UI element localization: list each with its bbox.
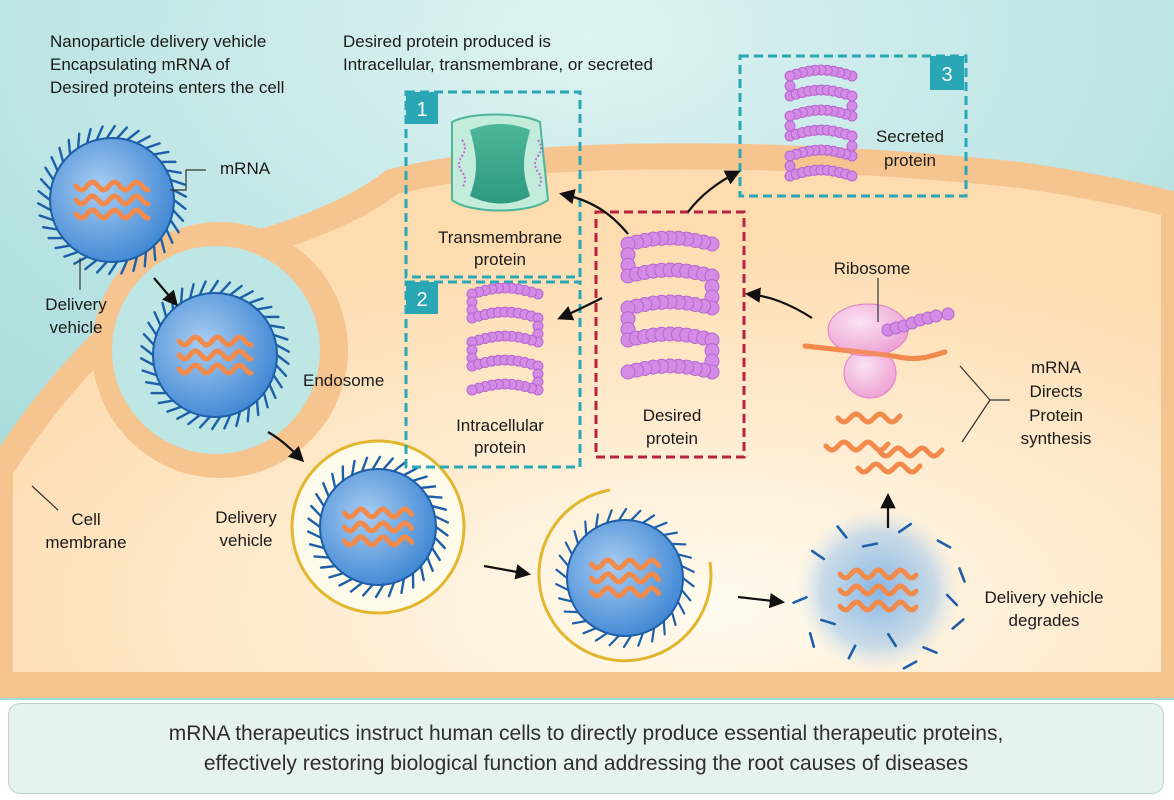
label-degrades: Delivery vehicle degrades	[984, 588, 1103, 630]
svg-text:Delivery: Delivery	[215, 508, 277, 527]
label-ribosome: Ribosome	[834, 259, 911, 278]
delivery-vehicle-inner	[306, 455, 450, 599]
caption-line-1: mRNA therapeutics instruct human cells t…	[168, 721, 1004, 745]
svg-text:protein: protein	[474, 250, 526, 269]
arrow-escape	[483, 564, 532, 580]
arrow-to-intracellular	[557, 297, 603, 321]
label-delivery-vehicle-top: Delivery vehicle	[45, 295, 107, 337]
svg-text:Transmembrane: Transmembrane	[438, 228, 562, 247]
svg-text:Delivery vehicle: Delivery vehicle	[984, 588, 1103, 607]
label-delivery-vehicle-mid: Delivery vehicle	[215, 508, 277, 550]
arrow-degrade	[737, 592, 786, 609]
svg-text:1: 1	[416, 99, 427, 121]
svg-text:Protein: Protein	[1029, 406, 1083, 425]
svg-text:vehicle: vehicle	[50, 318, 103, 337]
transmembrane-protein-box	[404, 90, 582, 279]
label-mrna: mRNA	[220, 159, 271, 178]
svg-text:3: 3	[941, 64, 952, 86]
intracellular-protein-chain	[466, 282, 544, 396]
label-endosome: Endosome	[303, 371, 384, 390]
delivery-vehicle-outside	[36, 124, 188, 276]
label-desired: Desired protein	[643, 406, 702, 448]
flow-arrows	[153, 170, 896, 609]
arrow-to-secreted	[687, 170, 741, 213]
svg-text:Desired protein produced is: Desired protein produced is	[343, 32, 551, 51]
delivery-vehicle-releasing	[555, 507, 695, 649]
svg-text:Desired: Desired	[643, 406, 702, 425]
arrow-translation	[744, 287, 813, 319]
svg-text:Encapsulating mRNA of: Encapsulating mRNA of	[50, 55, 230, 74]
svg-text:mRNA: mRNA	[1031, 358, 1082, 377]
delivery-vehicle-endosome	[139, 279, 291, 431]
degrading-vehicle	[792, 508, 966, 672]
svg-text:synthesis: synthesis	[1021, 429, 1092, 448]
svg-text:2: 2	[416, 289, 427, 311]
secreted-protein-box	[738, 54, 968, 198]
label-transmembrane: Transmembrane protein	[438, 228, 562, 269]
svg-text:protein: protein	[884, 151, 936, 170]
svg-text:Nanoparticle delivery vehicle: Nanoparticle delivery vehicle	[50, 32, 266, 51]
box-3-badge: 3	[930, 56, 964, 90]
box-1-badge: 1	[406, 92, 438, 124]
label-intracellular: Intracellular protein	[456, 416, 544, 457]
svg-text:vehicle: vehicle	[220, 531, 273, 550]
label-intro: Nanoparticle delivery vehicle Encapsulat…	[50, 32, 284, 97]
diagram-canvas: 1 2 3 Nanoparticle delivery vehicle Enca…	[0, 0, 1174, 700]
svg-text:Intracellular: Intracellular	[456, 416, 544, 435]
svg-text:Directs: Directs	[1030, 382, 1083, 401]
svg-text:protein: protein	[646, 429, 698, 448]
label-cell-membrane: Cell membrane	[45, 510, 126, 552]
svg-text:degrades: degrades	[1009, 611, 1080, 630]
secreted-protein-chain	[784, 64, 858, 182]
svg-text:Desired proteins enters the ce: Desired proteins enters the cell	[50, 78, 284, 97]
svg-text:membrane: membrane	[45, 533, 126, 552]
desired-protein-box	[594, 210, 746, 459]
svg-text:Cell: Cell	[71, 510, 100, 529]
svg-text:Secreted: Secreted	[876, 127, 944, 146]
svg-text:Intracellular, transmembrane,: Intracellular, transmembrane, or secrete…	[343, 55, 653, 74]
svg-text:Delivery: Delivery	[45, 295, 107, 314]
endosome-ring-open	[537, 488, 713, 663]
label-secreted: Secreted protein	[876, 127, 944, 170]
box-2-badge: 2	[406, 282, 438, 314]
label-mrna-directs: mRNA Directs Protein synthesis	[1021, 358, 1092, 448]
intracellular-protein-box	[404, 280, 582, 469]
ribosome	[802, 278, 955, 399]
arrow-enter-endosome	[153, 277, 178, 307]
desired-protein-chain	[620, 230, 720, 380]
free-mrna-strands	[823, 411, 945, 475]
caption-line-2: effectively restoring biological functio…	[203, 751, 969, 775]
arrow-to-transmembrane	[558, 189, 629, 235]
svg-text:protein: protein	[474, 438, 526, 457]
arrow-endosome-release	[267, 431, 305, 463]
transmembrane-protein-icon	[451, 113, 550, 212]
caption-box: mRNA therapeutics instruct human cells t…	[8, 703, 1164, 794]
leader-lines	[31, 169, 1010, 511]
label-produced: Desired protein produced is Intracellula…	[343, 32, 653, 74]
